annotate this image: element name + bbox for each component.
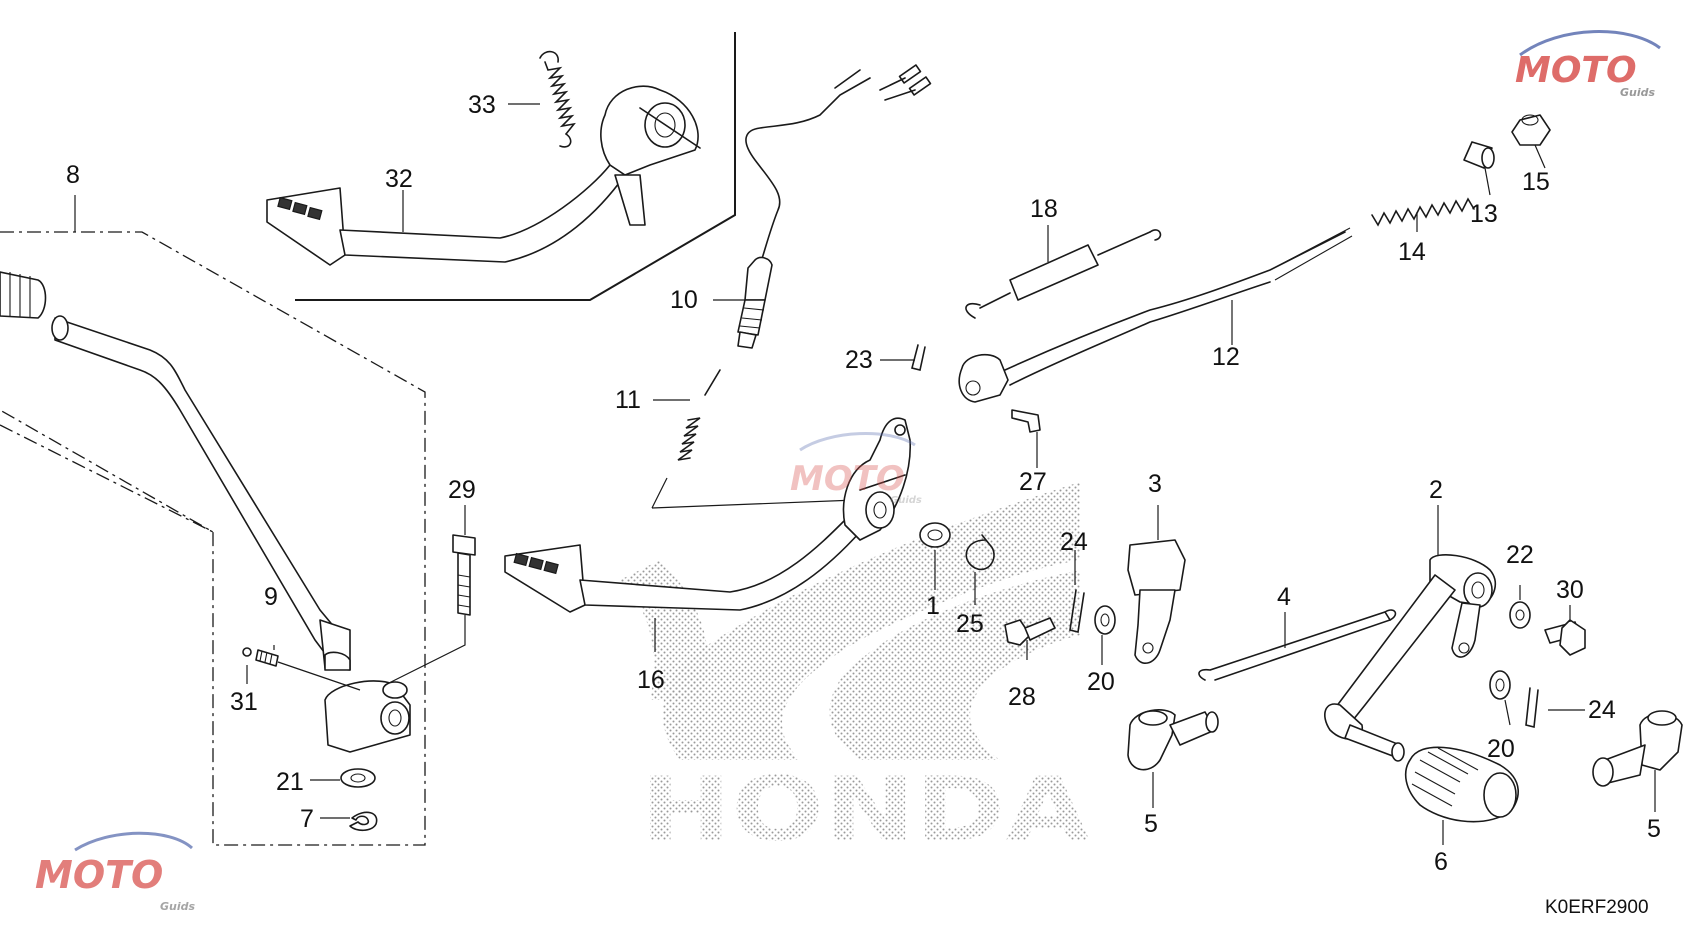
callout-16: 16 — [637, 666, 665, 694]
washer-1 — [919, 522, 951, 548]
callout-7: 7 — [300, 805, 314, 833]
callout-18: 18 — [1030, 195, 1058, 223]
svg-text:Guids: Guids — [890, 495, 922, 506]
spring-11 — [651, 369, 857, 509]
joint-5-right — [1592, 710, 1683, 787]
group-8-boundary — [0, 231, 426, 846]
svg-text:MOTO: MOTO — [1515, 50, 1637, 91]
washer-21 — [340, 768, 376, 788]
svg-text:Guids: Guids — [160, 900, 196, 913]
clip-25 — [965, 534, 995, 571]
spring-18 — [965, 229, 1162, 319]
spring-14 — [1371, 197, 1475, 227]
callout-6: 6 — [1434, 848, 1448, 876]
callout-33: 33 — [468, 91, 496, 119]
washer-20b — [1489, 670, 1511, 700]
honda-logo-text: HONDA — [640, 758, 1090, 861]
callout-31: 31 — [230, 688, 258, 716]
collar-13 — [1463, 141, 1495, 169]
honda-wing-logo: HONDA — [620, 482, 1090, 861]
callout-30: 30 — [1556, 576, 1584, 604]
moto-guids-watermark-center: MOTO Guids — [790, 432, 922, 506]
cotter-pin-24a — [1069, 589, 1085, 633]
callout-14: 14 — [1398, 238, 1426, 266]
shift-rod-4 — [1198, 609, 1397, 681]
svg-text:Guids: Guids — [1620, 86, 1656, 99]
callout-23: 23 — [845, 346, 873, 374]
callout-20-left: 20 — [1087, 668, 1115, 696]
inset-frame-32-33 — [295, 32, 736, 301]
callout-12: 12 — [1212, 343, 1240, 371]
brake-pedal-32 — [266, 85, 701, 266]
callout-4: 4 — [1277, 583, 1291, 611]
leader-lines — [74, 103, 1656, 845]
callout-24-right: 24 — [1588, 696, 1616, 724]
callout-11: 11 — [615, 386, 641, 414]
cotter-pin-24b — [1525, 687, 1539, 728]
callout-1: 1 — [926, 592, 940, 620]
callout-labels: 1 2 3 4 5 5 6 7 8 9 10 11 12 13 14 15 16… — [66, 91, 1661, 876]
drawing-code: K0ERF2900 — [1545, 897, 1649, 918]
washer-22 — [1509, 601, 1531, 629]
joint-5-left — [1127, 709, 1219, 771]
svg-text:MOTO: MOTO — [35, 853, 163, 897]
callout-13: 13 — [1470, 200, 1498, 228]
callout-20-right: 20 — [1487, 735, 1515, 763]
callout-21: 21 — [276, 768, 304, 796]
callout-29: 29 — [448, 476, 476, 504]
cotter-pin-23 — [911, 344, 926, 371]
bolt-29 — [452, 534, 476, 616]
bolt-28 — [1004, 617, 1056, 646]
bolt-30 — [1544, 619, 1586, 656]
callout-8: 8 — [66, 161, 80, 189]
set-screw-9 — [255, 649, 279, 667]
callout-2: 2 — [1429, 476, 1443, 504]
callout-5-left: 5 — [1144, 810, 1158, 838]
callout-22: 22 — [1506, 541, 1534, 569]
joint-pin-27 — [1011, 409, 1041, 433]
gearshift-pedal-2 — [1324, 554, 1497, 759]
svg-text:MOTO: MOTO — [790, 459, 905, 499]
footrest-bar-8 — [0, 271, 351, 671]
nut-15 — [1511, 114, 1551, 146]
callout-24-left: 24 — [1060, 528, 1088, 556]
moto-guids-watermark-top: MOTO Guids — [1515, 30, 1661, 99]
spring-33 — [539, 50, 576, 148]
footrest-rubber-6 — [1391, 742, 1519, 823]
ball-31 — [242, 647, 252, 657]
callout-28: 28 — [1008, 683, 1036, 711]
brake-pedal-16 — [504, 417, 911, 613]
callout-3: 3 — [1148, 470, 1162, 498]
callout-15: 15 — [1522, 168, 1550, 196]
callout-25: 25 — [956, 610, 984, 638]
callout-10: 10 — [670, 286, 698, 314]
brake-rod-12 — [958, 227, 1353, 403]
shift-arm-3 — [1127, 539, 1186, 664]
footrest-clamp — [324, 680, 411, 753]
callout-9: 9 — [264, 583, 278, 611]
moto-guids-watermark-bottom: MOTO Guids — [35, 831, 196, 913]
callout-27: 27 — [1019, 468, 1047, 496]
circlip-7 — [349, 811, 378, 832]
stop-switch-10 — [737, 64, 932, 349]
callout-32: 32 — [385, 165, 413, 193]
callout-5-right: 5 — [1647, 815, 1661, 843]
washer-20a — [1094, 605, 1116, 635]
